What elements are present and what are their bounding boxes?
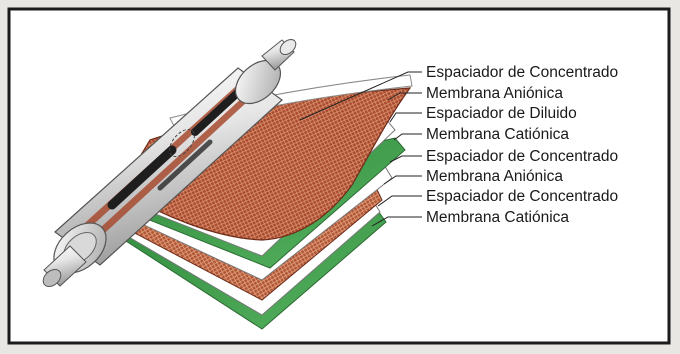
label-concentrate-spacer-2: Espaciador de Concentrado — [426, 148, 618, 165]
label-cation-membrane-2: Membrana Catiónica — [426, 209, 569, 226]
label-concentrate-spacer-1: Espaciador de Concentrado — [426, 64, 618, 81]
label-concentrate-spacer-3: Espaciador de Concentrado — [426, 188, 618, 205]
label-anion-membrane-2: Membrana Aniónica — [426, 168, 563, 185]
label-anion-membrane-1: Membrana Aniónica — [426, 85, 563, 102]
label-cation-membrane-1: Membrana Catiónica — [426, 126, 569, 143]
label-dilute-spacer: Espaciador de Diluido — [426, 105, 577, 122]
